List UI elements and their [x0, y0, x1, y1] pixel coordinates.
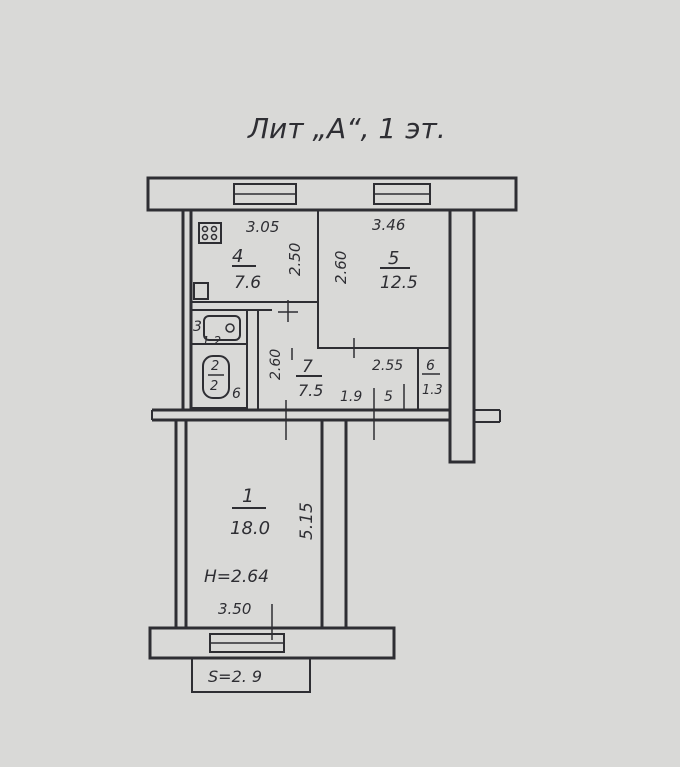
balcony-label: S=2. 9	[208, 667, 262, 686]
room-6-dim-top: 2.55	[372, 358, 403, 374]
room-7-dim-side: 2.60	[268, 349, 284, 380]
room-2: 2 2 6	[190, 343, 248, 409]
room-7-dim-bottom2: 5	[384, 389, 393, 405]
room-7-number: 7	[302, 357, 313, 377]
room-1-area: 18.0	[230, 518, 270, 539]
room-5-number: 5	[388, 248, 399, 269]
room-5: 3.46 5 12.5 2.60	[317, 209, 451, 349]
room-4-dim-top: 3.05	[246, 218, 279, 236]
top-wall	[146, 176, 518, 212]
room-5-area: 12.5	[380, 273, 418, 293]
room-4: 3.05 4 7.6 2.50	[190, 209, 319, 303]
room-5-dim-side: 2.60	[332, 251, 350, 284]
room-3-number: 3	[193, 319, 202, 335]
room-1-dim-side: 5.15	[297, 502, 317, 540]
room-4-dim-side: 2.50	[286, 243, 304, 276]
plan-title: Лит „А“, 1 эт.	[247, 112, 446, 145]
right-wall	[448, 208, 501, 464]
room-2-number: 2	[211, 359, 219, 374]
middle-wall	[151, 384, 450, 440]
room-1-number: 1	[242, 485, 254, 507]
room-3-area: 1.2	[202, 334, 221, 348]
balcony: S=2. 9	[191, 657, 311, 693]
room-1-height: Н=2.64	[204, 567, 269, 587]
room-4-number: 4	[232, 246, 243, 267]
room-2-area: 2	[210, 379, 218, 394]
room-6-number: 6	[426, 358, 435, 374]
room-1-dim-bottom: 3.50	[218, 600, 251, 618]
room-7-dim-bottom: 1.9	[340, 389, 362, 405]
room-1: 1 18.0 5.15 Н=2.64 3.50	[174, 418, 348, 640]
room-4-area: 7.6	[234, 273, 261, 293]
room-6: 2.55 6 1.3	[372, 348, 443, 410]
sink-icon	[193, 282, 209, 300]
room-3: 3 1.2	[190, 309, 248, 348]
room-5-dim-top: 3.46	[372, 216, 405, 234]
stove-icon	[198, 222, 222, 244]
left-wall-upper	[181, 208, 193, 412]
room-2-area-suffix: 6	[232, 386, 241, 402]
room-6-area: 1.3	[422, 383, 443, 398]
room-7-area: 7.5	[298, 381, 323, 400]
room-7: 2.60 7 7.5 1.9 5	[246, 300, 450, 410]
